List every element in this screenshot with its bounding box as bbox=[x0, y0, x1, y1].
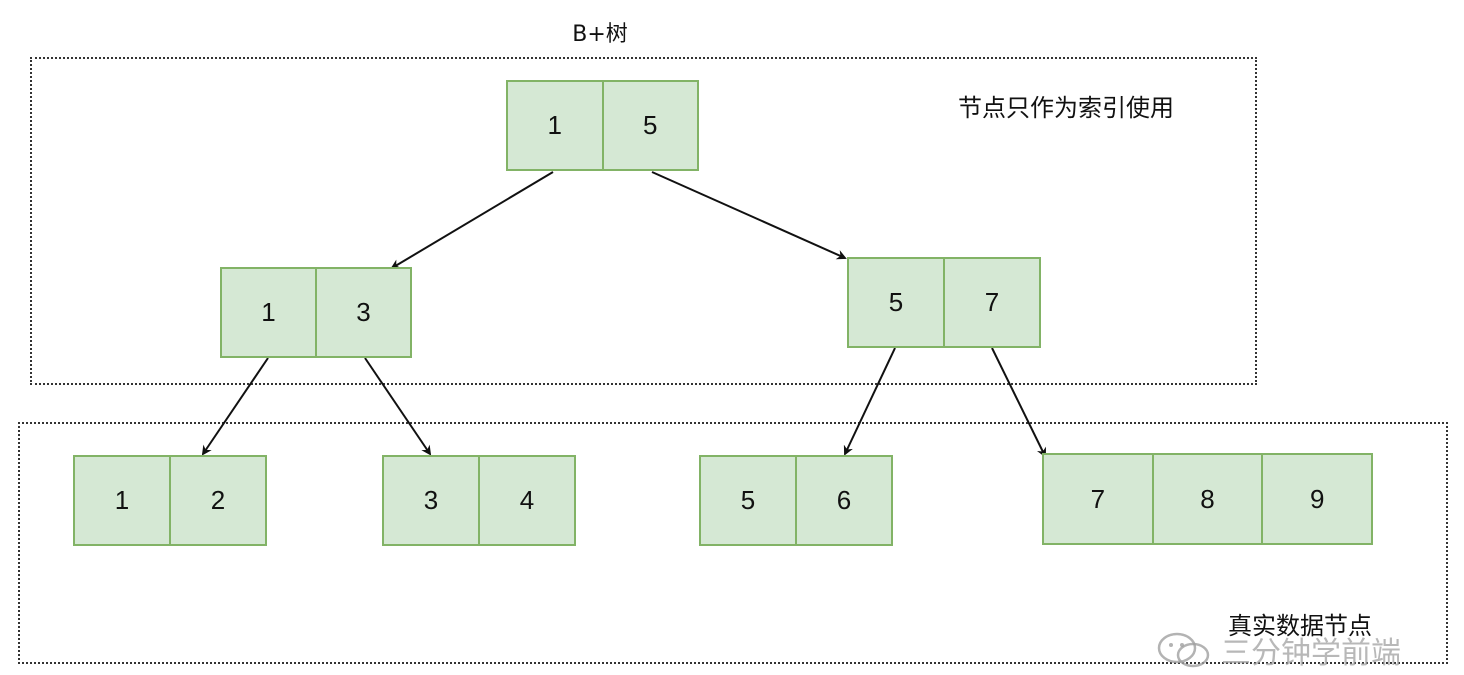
root-key: 1 bbox=[508, 82, 604, 169]
edge-root-to-left bbox=[390, 171, 554, 270]
leaf-node-2: 3 4 bbox=[382, 455, 576, 546]
internal-node-right: 5 7 bbox=[847, 257, 1041, 348]
internal-key: 7 bbox=[984, 287, 1000, 317]
leaf-key: 6 bbox=[836, 485, 852, 515]
index-nodes-region bbox=[30, 57, 1257, 385]
leaf-node-3: 5 6 bbox=[699, 455, 893, 546]
leaf-node-4: 7 8 9 bbox=[1042, 453, 1373, 545]
watermark: 三分钟学前端 bbox=[1155, 628, 1401, 672]
internal-key: 3 bbox=[356, 297, 371, 327]
leaf-key: 4 bbox=[519, 485, 535, 515]
leaf-key: 1 bbox=[75, 457, 171, 544]
leaf-key: 5 bbox=[701, 457, 797, 544]
wechat-icon bbox=[1157, 632, 1210, 668]
internal-node-left: 1 3 bbox=[220, 267, 412, 358]
edge-left-to-leaf1 bbox=[201, 357, 269, 456]
watermark-text: 三分钟学前端 bbox=[1221, 636, 1401, 671]
leaf-key: 8 bbox=[1154, 455, 1264, 543]
data-nodes-region bbox=[18, 422, 1448, 664]
index-region-label: 节点只作为索引使用 bbox=[958, 94, 1174, 122]
leaf-node-1: 1 2 bbox=[73, 455, 267, 546]
internal-key: 5 bbox=[849, 259, 945, 346]
leaf-key: 9 bbox=[1309, 483, 1325, 514]
leaf-key: 2 bbox=[210, 485, 226, 515]
root-node: 1 5 bbox=[506, 80, 699, 171]
internal-key: 1 bbox=[222, 269, 317, 356]
edge-right-to-leaf3 bbox=[843, 347, 896, 456]
leaf-key: 3 bbox=[384, 457, 480, 544]
leaf-key: 7 bbox=[1044, 455, 1154, 543]
root-key: 5 bbox=[643, 110, 658, 140]
edge-right-to-leaf4 bbox=[991, 347, 1046, 458]
edge-left-to-leaf2 bbox=[364, 357, 432, 456]
edge-root-to-right bbox=[651, 171, 847, 260]
data-region-label: 真实数据节点 bbox=[1228, 612, 1372, 640]
diagram-title: B+树 bbox=[572, 22, 628, 47]
